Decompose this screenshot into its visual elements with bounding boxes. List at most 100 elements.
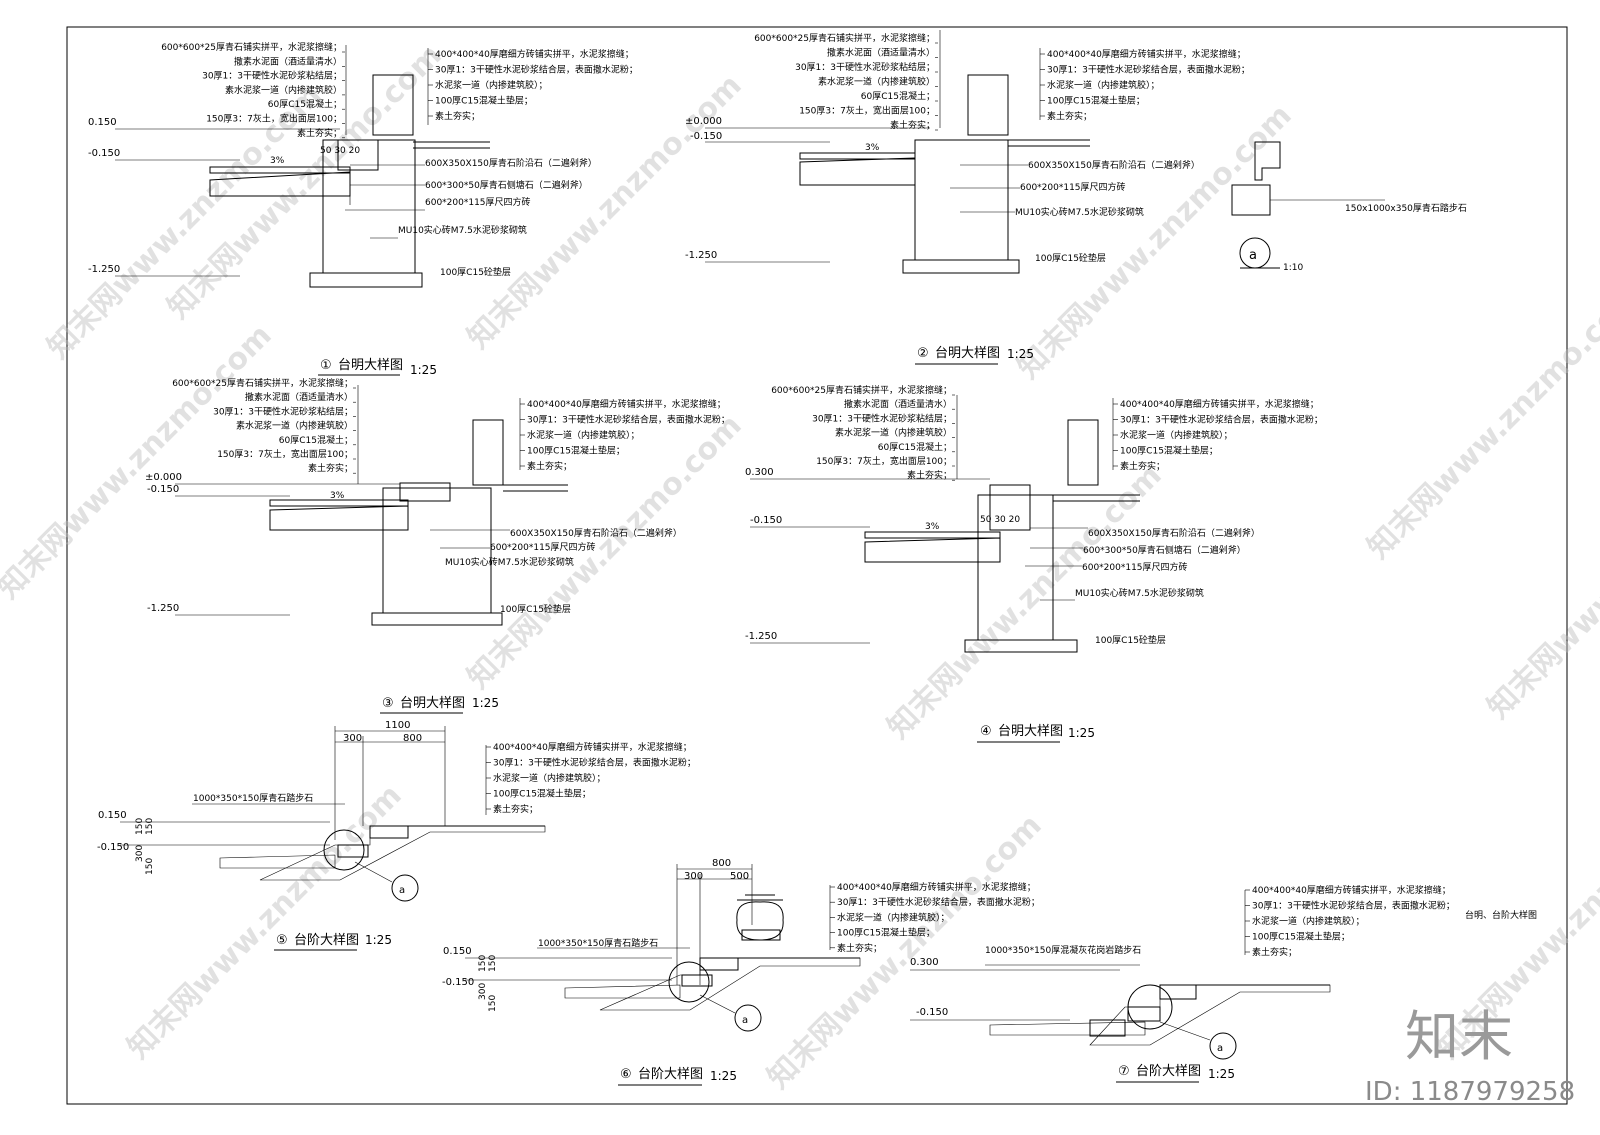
d3-slope: 3%: [330, 491, 345, 501]
d2-layer-soil: 素土夯实；: [1047, 110, 1092, 122]
detail-6: 800 300 500 a 1000*350*150厚青石踏步石 0.150 -…: [442, 858, 1040, 1086]
d3-right-4: 100厚C15砼垫层: [500, 603, 571, 615]
d7-title: 台阶大样图: [1136, 1064, 1201, 1079]
d4-right-3: 600*200*115厚尺四方砖: [1082, 561, 1188, 573]
d1-right-2: 600*300*50厚青石侧塘石（二遍剁斧）: [425, 179, 588, 191]
d3-scale: 1:25: [472, 696, 499, 710]
d5-layer-slurry: 水泥浆一道（内掺建筑胶）；: [493, 772, 606, 784]
d5-elev-1: 0.150: [98, 810, 127, 821]
d4-layer-slurry: 水泥浆一道（内掺建筑胶）；: [1120, 429, 1233, 441]
watermark-text: 知末网www.znzmo.com: [461, 68, 749, 356]
detail-a: 150x1000x350厚青石踏步石 a 1:10: [1231, 141, 1467, 273]
d1-layer-slurry: 水泥浆一道（内掺建筑胶）；: [435, 79, 548, 91]
d4-elev-3: -1.250: [745, 631, 777, 642]
d6-layer-c15_100: 100厚C15混凝土垫层；: [837, 927, 935, 939]
d2-elev-1: ±0.000: [685, 116, 722, 127]
d2-right-3: MU10实心砖M7.5水泥砂浆砌筑: [1015, 206, 1144, 218]
d1-layer-soil: 素土夯实；: [435, 110, 480, 122]
d6-scale: 1:25: [710, 1069, 737, 1083]
detail-4: 0.300 -0.150 -1.250 3% 50 30 20 600*600*…: [745, 384, 1323, 743]
d2-title: 台明大样图: [935, 346, 1000, 361]
watermark-text: 知末网www.znzmo.com: [121, 778, 409, 1066]
d3-layer-soil: 素土夯实；: [527, 460, 572, 472]
d4-elev-1: 0.300: [745, 467, 774, 478]
d5-num: ⑤: [276, 933, 288, 948]
d2-left-label-4: 60厚C15混凝土；: [861, 90, 935, 102]
d3-left-label-6: 素土夯实；: [308, 462, 353, 474]
d6-vdim-1: 150: [478, 955, 488, 972]
d6-vdim-4: 150: [488, 995, 498, 1012]
d4-num: ④: [980, 724, 992, 739]
d6-dim-3: 500: [730, 871, 749, 882]
d2-right-2: 600*200*115厚尺四方砖: [1020, 181, 1126, 193]
d3-left-label-3: 素水泥浆一道（内掺建筑胶）: [236, 420, 353, 432]
d3-left-label-1: 撒素水泥面（酒适量清水）: [245, 391, 353, 403]
d4-right-2: 600*300*50厚青石侧塘石（二遍剁斧）: [1083, 544, 1246, 556]
da-scale: 1:10: [1283, 263, 1303, 273]
d3-elev-3: -1.250: [147, 603, 179, 614]
d4-layer-c15_100: 100厚C15混凝土垫层；: [1120, 445, 1218, 457]
d5-ref: a: [399, 885, 405, 896]
d1-left-label-0: 600*600*25厚青石铺实拼平，水泥浆擦缝；: [161, 41, 342, 53]
d6-dim-2: 300: [684, 871, 703, 882]
d2-left-label-5: 150厚3：7灰土，宽出面层100；: [799, 105, 935, 117]
d5-elev-2: -0.150: [97, 842, 129, 853]
d1-dims: 50 30 20: [320, 146, 360, 156]
d5-dim-3: 800: [403, 733, 422, 744]
d4-right-1: 600X350X150厚青石阶沿石（二遍剁斧）: [1088, 527, 1260, 539]
d7-layer-c15_100: 100厚C15混凝土垫层；: [1252, 931, 1350, 943]
d1-right-5: 100厚C15砼垫层: [440, 266, 511, 278]
d6-vdim-3: 300: [478, 983, 488, 1000]
d1-left-label-4: 60厚C15混凝土；: [268, 98, 342, 110]
d4-title: 台明大样图: [998, 724, 1063, 739]
d6-elev-2: -0.150: [442, 977, 474, 988]
d6-layer-slurry: 水泥浆一道（内掺建筑胶）；: [837, 911, 950, 923]
d2-slope: 3%: [865, 143, 880, 153]
watermark-text: 知末网www.znzmo.com: [1011, 98, 1299, 386]
d1-left-label-6: 素土夯实；: [297, 127, 342, 139]
d5-dim-2: 300: [343, 733, 362, 744]
sheet-title: 台明、台阶大样图: [1465, 909, 1537, 921]
d3-layer-top_paving: 400*400*40厚磨细方砖铺实拼平，水泥浆擦缝；: [527, 398, 726, 410]
d6-vdim-2: 150: [488, 955, 498, 972]
d2-left-label-1: 撒素水泥面（酒适量清水）: [827, 47, 935, 59]
d1-layer-bed_30: 30厚1：3干硬性水泥砂浆结合层，表面撒水泥粉；: [435, 64, 638, 76]
d3-left-label-5: 150厚3：7灰土，宽出面层100；: [217, 448, 353, 460]
d2-layer-slurry: 水泥浆一道（内掺建筑胶）；: [1047, 79, 1160, 91]
d5-vdim-2: 150: [145, 818, 155, 835]
d7-ref: a: [1217, 1043, 1223, 1054]
d1-num: ①: [320, 358, 332, 373]
d1-slope: 3%: [270, 156, 285, 166]
d3-layer-c15_100: 100厚C15混凝土垫层；: [527, 445, 625, 457]
d3-left-label-0: 600*600*25厚青石铺实拼平，水泥浆擦缝；: [172, 377, 353, 389]
d3-elev-2: -0.150: [147, 484, 179, 495]
d3-right-1: 600X350X150厚青石阶沿石（二遍剁斧）: [510, 527, 682, 539]
d2-layer-c15_100: 100厚C15混凝土垫层；: [1047, 95, 1145, 107]
d3-elev-1: ±0.000: [145, 472, 182, 483]
d4-layer-bed_30: 30厚1：3干硬性水泥砂浆结合层，表面撒水泥粉；: [1120, 414, 1323, 426]
d7-elev-2: -0.150: [916, 1007, 948, 1018]
d2-layer-top_paving: 400*400*40厚磨细方砖铺实拼平，水泥浆擦缝；: [1047, 48, 1246, 60]
d3-left-label-2: 30厚1：3干硬性水泥砂浆粘结层；: [213, 405, 353, 417]
d6-title: 台阶大样图: [638, 1067, 703, 1082]
d4-left-label-3: 素水泥浆一道（内掺建筑胶）: [835, 427, 952, 439]
da-label: 150x1000x350厚青石踏步石: [1345, 202, 1467, 214]
d4-elev-2: -0.150: [750, 515, 782, 526]
d5-dim-1: 1100: [385, 720, 410, 731]
d1-left-label-1: 撒素水泥面（酒适量清水）: [234, 55, 342, 67]
d2-layer-bed_30: 30厚1：3干硬性水泥砂浆结合层，表面撒水泥粉；: [1047, 64, 1250, 76]
d3-right-3: MU10实心砖M7.5水泥砂浆砌筑: [445, 556, 574, 568]
d3-left-label-4: 60厚C15混凝土；: [279, 434, 353, 446]
d4-left-label-1: 撒素水泥面（酒适量清水）: [844, 398, 952, 410]
d2-left-label-6: 素土夯实；: [890, 119, 935, 131]
d5-layer-top_paving: 400*400*40厚磨细方砖铺实拼平，水泥浆擦缝；: [493, 741, 692, 753]
d2-left-label-3: 素水泥浆一道（内掺建筑胶）: [818, 76, 935, 88]
d1-elev-1: 0.150: [88, 117, 117, 128]
d4-layer-soil: 素土夯实；: [1120, 460, 1165, 472]
d6-elev-1: 0.150: [443, 946, 472, 957]
d5-layer-c15_100: 100厚C15混凝土垫层；: [493, 788, 591, 800]
d1-right-3: 600*200*115厚尺四方砖: [425, 196, 531, 208]
d2-left-label-0: 600*600*25厚青石铺实拼平，水泥浆擦缝；: [754, 32, 935, 44]
d1-left-label-3: 素水泥浆一道（内掺建筑胶）: [225, 84, 342, 96]
